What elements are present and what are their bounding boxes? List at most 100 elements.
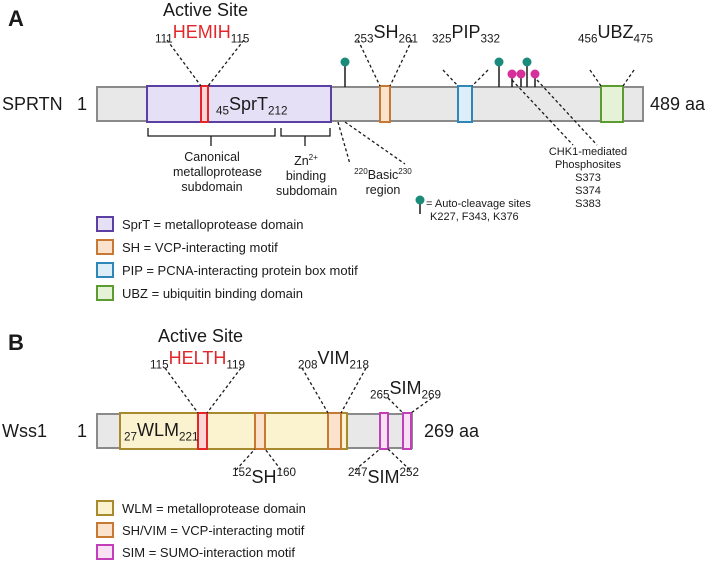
sprtn-active-site: [200, 85, 209, 123]
sprtn-pip-label: 325PIP332: [432, 22, 500, 46]
chk1-line-2: Phosphosites: [554, 159, 622, 171]
sprtn-ubz-domain: [600, 85, 624, 123]
wss1-active-site-end: 119: [226, 358, 245, 372]
auto-cleavage-legend-icon: [415, 195, 425, 214]
basic-line-2: region: [365, 183, 401, 198]
legend-pip: PIP = PCNA-interacting protein box motif: [96, 261, 358, 279]
sprt-domain-label: 45SprT212: [216, 94, 288, 118]
wlm-domain-label: 27WLM221: [124, 420, 199, 444]
sprtn-ubz-name: UBZ: [597, 22, 634, 42]
sprtn-active-site-start: 111: [155, 32, 173, 46]
chk1-phosphosites-label: CHK1-mediated Phosphosites S373 S374 S38…: [548, 146, 628, 211]
wss1-sim2-start: 265: [370, 388, 390, 402]
chk1-line-1: CHK1-mediated: [548, 146, 628, 158]
wlm-domain: [119, 412, 348, 450]
wss1-vim-start: 208: [298, 358, 318, 372]
sprtn-ubz-label: 456UBZ475: [578, 22, 653, 46]
wss1-sim1-label: 247SIM252: [348, 466, 419, 488]
sprtn-end: 489 aa: [650, 94, 706, 114]
sprtn-active-site-label: 111HEMIH115: [155, 22, 249, 46]
legend-sprt-swatch: [96, 216, 114, 232]
auto-cleavage-markers: [340, 57, 532, 87]
sprtn-active-site-end: 115: [230, 32, 250, 46]
wss1-vim-name: VIM: [317, 348, 350, 368]
wss1-sh-motif: [254, 412, 266, 450]
legend-sim: SIM = SUMO-interaction motif: [96, 543, 295, 561]
wlm-name: WLM: [137, 420, 180, 440]
legend-sprt: SprT = metalloprotease domain: [96, 215, 304, 233]
zn-line-2: binding: [285, 169, 327, 184]
wss1-sim-motif-1: [379, 412, 389, 450]
wss1-sh-name: SH: [251, 467, 277, 487]
sprtn-active-site-motif: HEMIH: [172, 22, 231, 42]
wss1-active-site: [197, 412, 208, 450]
wss1-vim-motif: [327, 412, 342, 450]
phosphosite-markers: [507, 69, 540, 87]
legend-sh-text: SH = VCP-interacting motif: [122, 239, 278, 255]
canonical-line-1: Canonical: [184, 150, 240, 164]
wss1-active-site-label: 115HELTH119: [150, 348, 245, 372]
wss1-vim-end: 218: [349, 358, 370, 372]
basic-region-label: 220Basic230 region: [348, 164, 418, 198]
legend-sh-vim: SH/VIM = VCP-interacting motif: [96, 521, 304, 539]
sprtn-active-site-title: Active Site: [163, 0, 249, 20]
auto-cleavage-line-2: K227, F343, K376: [430, 211, 519, 223]
sprtn-sh-name: SH: [373, 22, 399, 42]
legend-sim-swatch: [96, 544, 114, 560]
wss1-end: 269 aa: [424, 421, 480, 441]
sprtn-sh-start: 253: [354, 32, 374, 46]
legend-ubz-text: UBZ = ubiquitin binding domain: [122, 285, 304, 301]
legend-sh-vim-swatch: [96, 522, 114, 538]
canonical-line-2: metalloprotease: [173, 165, 262, 179]
wss1-start: 1: [77, 421, 88, 441]
legend-wlm-swatch: [96, 500, 114, 516]
wss1-sh-label: 152SH160: [232, 466, 296, 488]
chk1-site-s374: S374: [575, 185, 601, 197]
wss1-vim-label: 208VIM218: [298, 348, 369, 372]
wss1-sh-end: 160: [276, 466, 297, 479]
auto-cleavage-line-1: = Auto-cleavage sites: [426, 198, 531, 210]
legend-wlm: WLM = metalloprotease domain: [96, 499, 306, 517]
basic-end: 230: [398, 167, 412, 176]
legend-ubz-swatch: [96, 285, 114, 301]
sprtn-ubz-start: 456: [578, 32, 598, 46]
auto-cleavage-legend-text: = Auto-cleavage sites K227, F343, K376: [426, 198, 531, 224]
wss1-sim2-label: 265SIM269: [370, 378, 441, 402]
wss1-sim-motif-2: [402, 412, 412, 450]
wss1-sim2-end: 269: [421, 388, 442, 402]
sprtn-callout-lines: [166, 39, 635, 165]
legend-pip-text: PIP = PCNA-interacting protein box motif: [122, 262, 358, 278]
wss1-sh-start: 152: [232, 466, 252, 479]
zn-base: Zn: [294, 154, 309, 169]
legend-ubz: UBZ = ubiquitin binding domain: [96, 284, 303, 302]
sprt-domain: [146, 85, 332, 123]
panel-a-letter: A: [8, 6, 24, 31]
wss1-sim1-start: 247: [348, 466, 368, 479]
wss1-protein-name: Wss1: [2, 421, 47, 441]
sprt-start: 45: [216, 104, 230, 118]
legend-sim-text: SIM = SUMO-interaction motif: [122, 544, 296, 560]
wss1-active-site-motif: HELTH: [168, 348, 227, 368]
wlm-end: 221: [179, 430, 199, 444]
wlm-start: 27: [124, 430, 138, 444]
sprtn-sh-motif: [379, 85, 391, 123]
sprtn-pip-motif: [457, 85, 473, 123]
legend-pip-swatch: [96, 262, 114, 278]
sprtn-start: 1: [77, 94, 88, 114]
wss1-active-site-title: Active Site: [158, 326, 244, 346]
wss1-sim2-name: SIM: [389, 378, 422, 398]
sprtn-pip-name: PIP: [451, 22, 481, 42]
canonical-line-3: subdomain: [181, 180, 243, 194]
sprtn-pip-end: 332: [480, 32, 501, 46]
panel-b-letter: B: [8, 330, 24, 355]
legend-sh-vim-text: SH/VIM = VCP-interacting motif: [122, 522, 305, 538]
legend-sprt-text: SprT = metalloprotease domain: [122, 216, 304, 232]
chk1-site-s373: S373: [575, 172, 601, 184]
canonical-subdomain-label: Canonical metalloprotease subdomain: [173, 150, 262, 195]
legend-sh-swatch: [96, 239, 114, 255]
zn-charge: 2+: [308, 153, 318, 162]
wss1-sim1-name: SIM: [367, 467, 400, 487]
sprtn-sh-label: 253SH261: [354, 22, 418, 46]
wss1-callout-lines: [164, 367, 433, 471]
